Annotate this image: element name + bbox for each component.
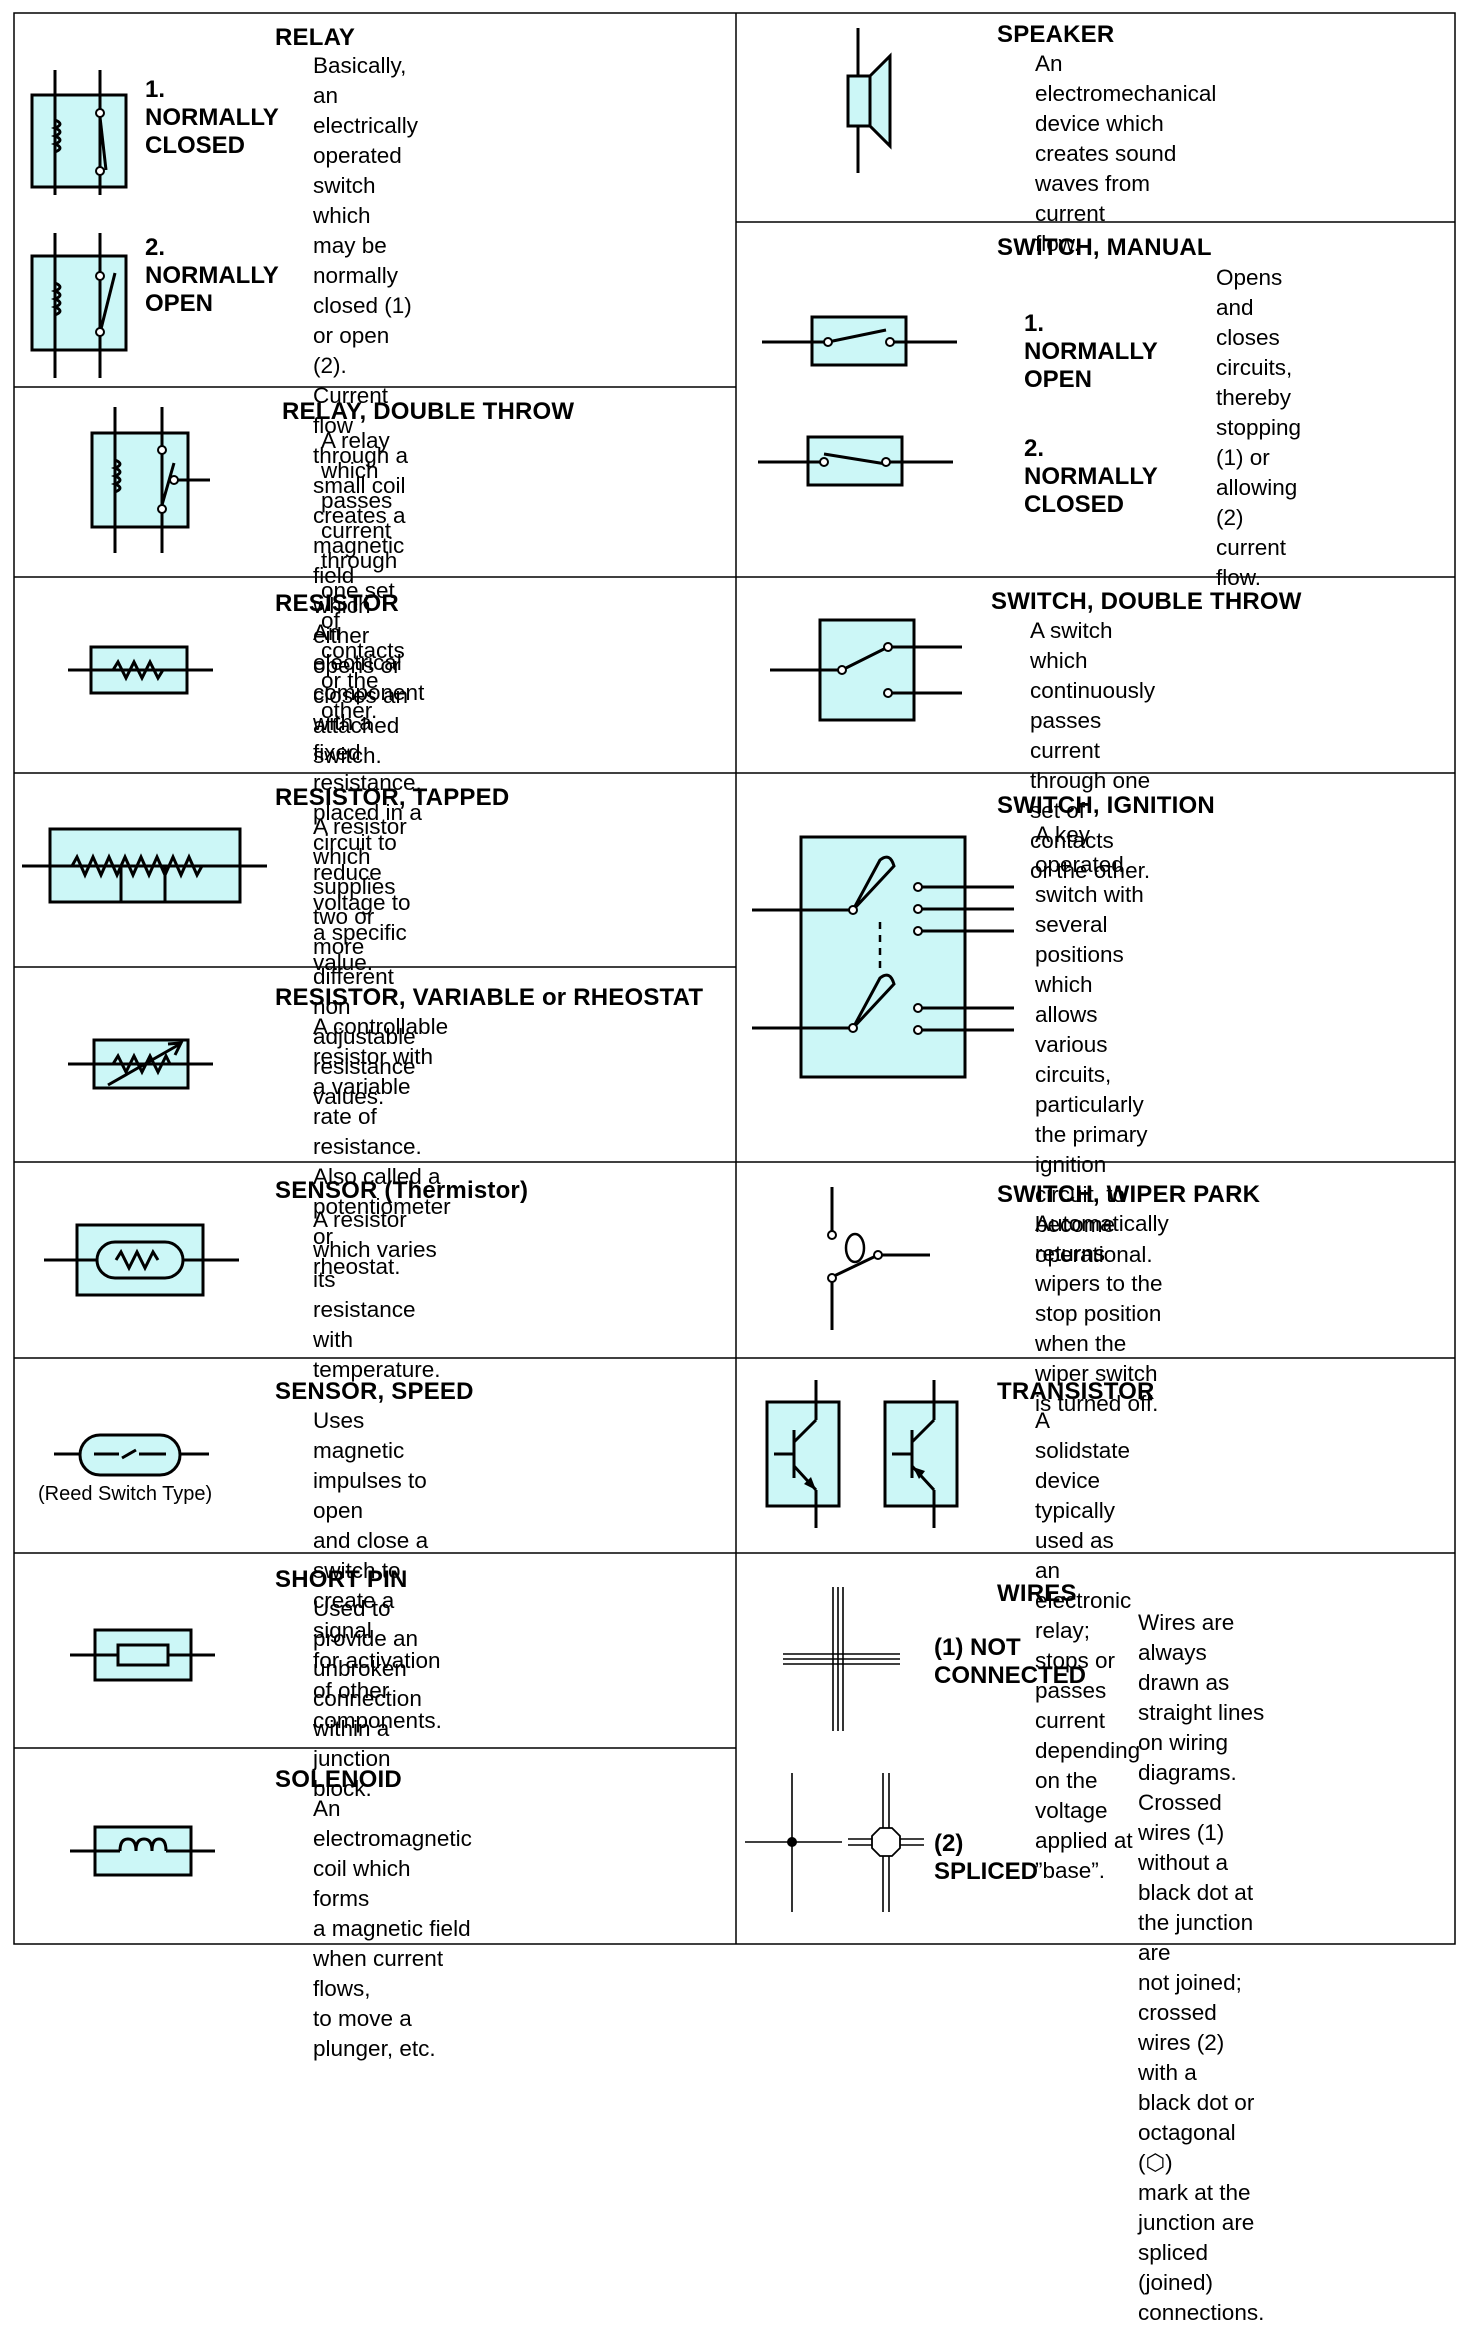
sensor-thermistor-icon: [44, 1223, 239, 1297]
switch-wiper-park-description: Automatically returns wipers to the stop…: [1035, 1211, 1169, 1416]
resistor-tapped-icon: [22, 827, 267, 904]
relay-double-throw-title: RELAY, DOUBLE THROW: [282, 398, 575, 425]
switch-ignition-icon: [752, 835, 1014, 1079]
transistor-title: TRANSISTOR: [997, 1378, 1155, 1405]
sensor-speed-title: SENSOR, SPEED: [275, 1378, 474, 1405]
wires-spliced-icon: [745, 1773, 924, 1912]
transistor-pnp-icon: [883, 1380, 959, 1528]
switch-wiper-park-title: SWITCH, WIPER PARK: [997, 1181, 1261, 1208]
resistor-description: An electrical component with a fixed res…: [313, 620, 425, 975]
relay-double-throw-icon: [90, 407, 210, 553]
wires-not-connected-label: (1) NOT CONNECTED: [934, 1634, 1087, 1689]
relay-normally-closed-icon: [30, 70, 128, 195]
switch-double-throw-icon: [770, 618, 962, 722]
switch-manual-description: Opens and closes circuits, thereby stopp…: [1216, 265, 1302, 590]
sensor-speed-description: Uses magnetic impulses to open and close…: [313, 1408, 442, 1733]
resistor-title: RESISTOR: [275, 590, 399, 617]
speaker-title: SPEAKER: [997, 21, 1115, 48]
short-pin-description: Used to provide an unbroken connection w…: [313, 1596, 422, 1801]
resistor-tapped-title: RESISTOR, TAPPED: [275, 784, 510, 811]
switch-manual-title: SWITCH, MANUAL: [997, 234, 1212, 261]
relay-double-throw-description: A relay which passes current through one…: [321, 428, 405, 723]
speaker-icon: [846, 28, 892, 173]
relay-normally-closed-label: 1. NORMALLY CLOSED: [145, 76, 279, 159]
switch-ignition-title: SWITCH, IGNITION: [997, 792, 1215, 819]
speaker-description: An electromechanical device which create…: [1035, 51, 1217, 256]
switch-manual-normally-closed-label: 2. NORMALLY CLOSED: [1024, 435, 1158, 518]
switch-normally-open-icon: [762, 315, 957, 367]
switch-double-throw-description: A switch which continuously passes curre…: [1030, 618, 1156, 883]
legend-grid: [13, 12, 1456, 1945]
transistor-description: A solidstate device typically used as an…: [1035, 1408, 1141, 1883]
solenoid-title: SOLENOID: [275, 1766, 402, 1793]
transistor-npn-icon: [765, 1380, 841, 1528]
sensor-thermistor-description: A resistor which varies its resistance w…: [313, 1207, 441, 1382]
resistor-icon: [68, 645, 213, 695]
resistor-variable-icon: [68, 1038, 213, 1090]
wires-description: Wires are always drawn as straight lines…: [1138, 1610, 1265, 2325]
switch-wiper-park-icon: [827, 1187, 930, 1330]
resistor-variable-description: A controllable resistor with a variable …: [313, 1014, 451, 1279]
relay-title: RELAY: [275, 24, 356, 51]
resistor-tapped-description: A resistor which supplies two or more di…: [313, 814, 416, 1109]
switch-manual-normally-open-label: 1. NORMALLY OPEN: [1024, 310, 1158, 393]
wires-not-connected-icon: [783, 1587, 900, 1731]
solenoid-description: An electromagnetic coil which forms a ma…: [313, 1796, 472, 2061]
wires-spliced-label: (2) SPLICED: [934, 1830, 1039, 1885]
wires-title: WIRES: [997, 1580, 1077, 1607]
short-pin-icon: [70, 1628, 215, 1682]
resistor-variable-title: RESISTOR, VARIABLE or RHEOSTAT: [275, 984, 704, 1011]
relay-description: Basically, an electrically operated swit…: [313, 53, 419, 768]
switch-normally-closed-icon: [758, 435, 953, 487]
switch-double-throw-title: SWITCH, DOUBLE THROW: [991, 588, 1302, 615]
sensor-speed-caption: (Reed Switch Type): [38, 1483, 213, 1505]
sensor-thermistor-title: SENSOR (Thermistor): [275, 1177, 529, 1204]
relay-normally-open-icon: [30, 233, 128, 378]
relay-normally-open-label: 2. NORMALLY OPEN: [145, 234, 279, 317]
switch-ignition-description: A key operated switch with several posit…: [1035, 822, 1153, 1267]
solenoid-icon: [70, 1825, 215, 1877]
short-pin-title: SHORT PIN: [275, 1566, 408, 1593]
reed-switch-icon: [54, 1433, 209, 1477]
